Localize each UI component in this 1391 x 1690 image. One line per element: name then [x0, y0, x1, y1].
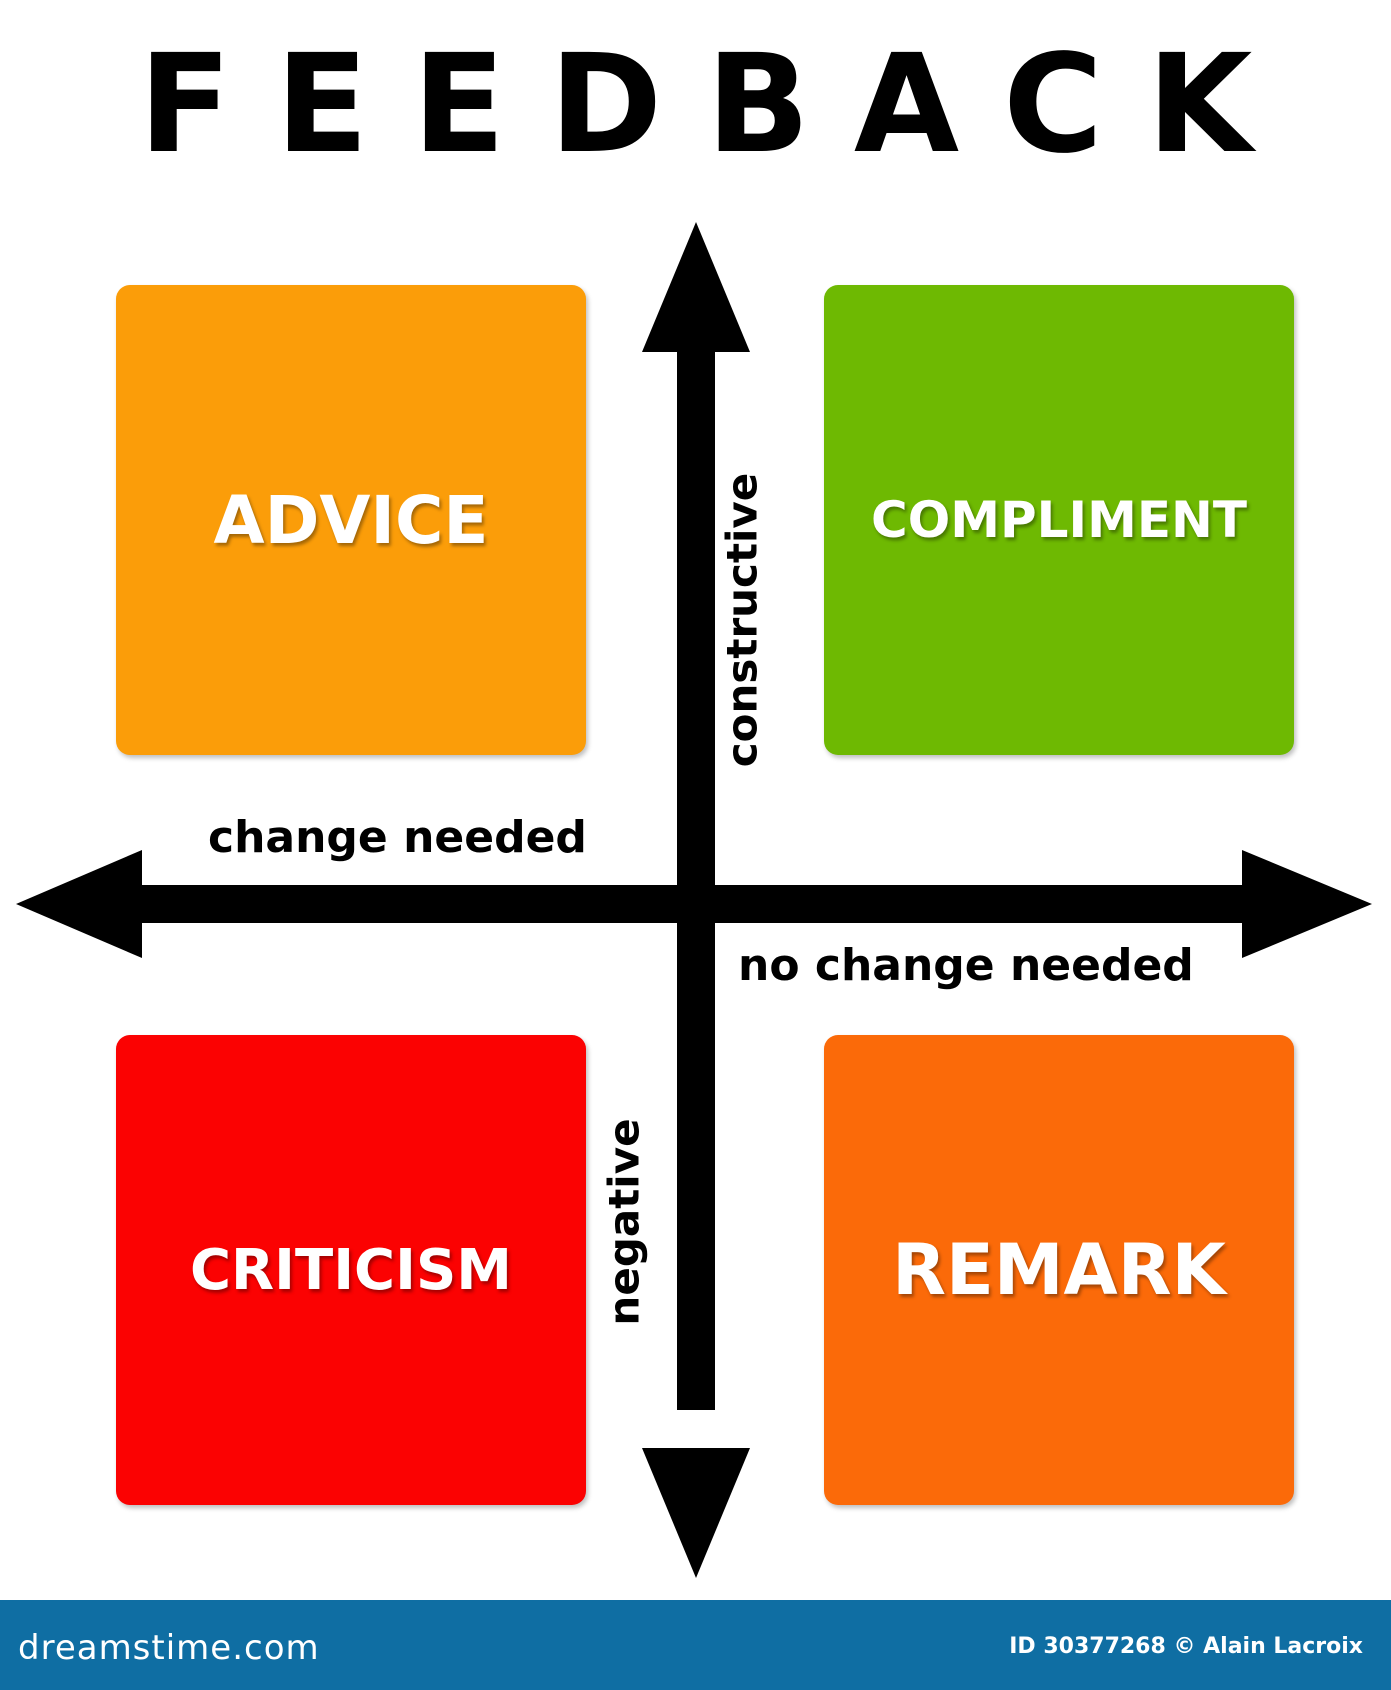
- horizontal-axis-line: [120, 885, 1270, 923]
- quadrant-criticism-label: CRITICISM: [189, 1237, 513, 1303]
- footer-credit: ID 30377268 © Alain Lacroix: [1009, 1634, 1363, 1659]
- quadrant-remark-label: REMARK: [892, 1229, 1226, 1311]
- quadrant-criticism: CRITICISM: [116, 1035, 586, 1505]
- axis-label-negative: negative: [599, 1118, 649, 1326]
- down-arrowhead-icon: [642, 1448, 750, 1578]
- footer-bar: dreamstime.com ID 30377268 © Alain Lacro…: [0, 1600, 1391, 1690]
- axis-label-no-change-needed: no change needed: [738, 940, 1194, 991]
- quadrant-compliment-label: COMPLIMENT: [871, 491, 1247, 549]
- right-arrowhead-icon: [1242, 850, 1372, 958]
- axis-label-change-needed: change needed: [208, 812, 587, 863]
- quadrant-advice: ADVICE: [116, 285, 586, 755]
- footer-brand: dreamstime.com: [18, 1628, 320, 1668]
- vertical-axis-line: [677, 330, 715, 1410]
- up-arrowhead-icon: [642, 222, 750, 352]
- quadrant-compliment: COMPLIMENT: [824, 285, 1294, 755]
- left-arrowhead-icon: [16, 850, 142, 958]
- quadrant-advice-label: ADVICE: [213, 481, 489, 559]
- quadrant-remark: REMARK: [824, 1035, 1294, 1505]
- axis-label-constructive: constructive: [717, 472, 767, 768]
- diagram-title: FEEDBACK: [138, 26, 1297, 184]
